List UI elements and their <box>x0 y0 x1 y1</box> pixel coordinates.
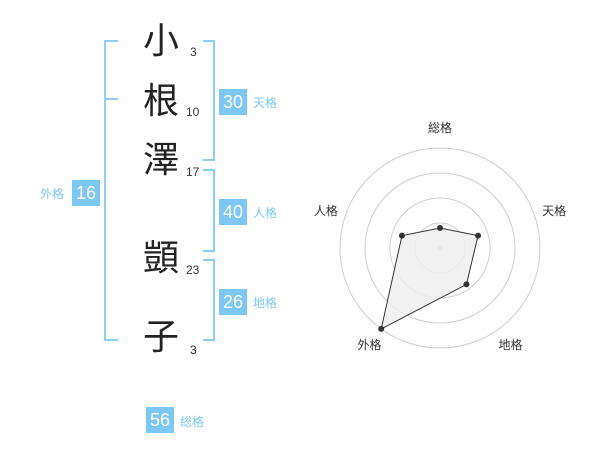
jinkaku-label: 人格 <box>253 206 278 220</box>
name-char-4: 顗 <box>143 238 180 279</box>
soukaku-value: 56 <box>146 407 174 433</box>
jinkaku-bracket <box>203 169 215 252</box>
radar-axis-label: 外格 <box>357 337 381 352</box>
gaikaku-bracket-tick <box>104 98 118 100</box>
radar-grid-ring <box>364 172 516 324</box>
name-char-5: 子 <box>143 317 180 358</box>
jinkaku-value: 40 <box>219 199 247 225</box>
radar-grid-ring <box>339 147 541 349</box>
stroke-count-2: 10 <box>186 105 200 119</box>
radar-axis-label: 天格 <box>542 203 566 218</box>
soukaku-label: 総格 <box>180 415 205 429</box>
chikaku-value: 26 <box>219 289 247 315</box>
stroke-count-1: 3 <box>190 45 197 59</box>
radar-axis-label: 地格 <box>499 337 523 352</box>
stroke-count-5: 3 <box>190 343 197 357</box>
chikaku-bracket <box>203 259 215 341</box>
gaikaku-value: 16 <box>72 180 100 206</box>
gaikaku-bracket <box>104 40 118 341</box>
stroke-count-3: 17 <box>186 165 200 179</box>
radar-point-2 <box>475 232 482 239</box>
tenkaku-bracket <box>203 40 215 161</box>
stroke-count-4: 23 <box>186 263 200 277</box>
chikaku-label: 地格 <box>253 296 278 310</box>
name-char-3: 澤 <box>143 140 180 181</box>
radar-value-polygon <box>380 227 479 330</box>
radar-point-4 <box>378 325 385 332</box>
radar-point-3 <box>463 281 470 288</box>
gaikaku-label: 外格 <box>40 187 65 201</box>
tenkaku-value: 30 <box>219 89 247 115</box>
radar-axis-label: 総格 <box>428 120 452 135</box>
radar-point-1 <box>437 225 443 231</box>
name-char-2: 根 <box>143 81 180 122</box>
tenkaku-label: 天格 <box>253 96 278 110</box>
radar-point-5 <box>398 232 405 239</box>
name-char-1: 小 <box>143 21 180 62</box>
radar-axis-label: 人格 <box>314 203 338 218</box>
